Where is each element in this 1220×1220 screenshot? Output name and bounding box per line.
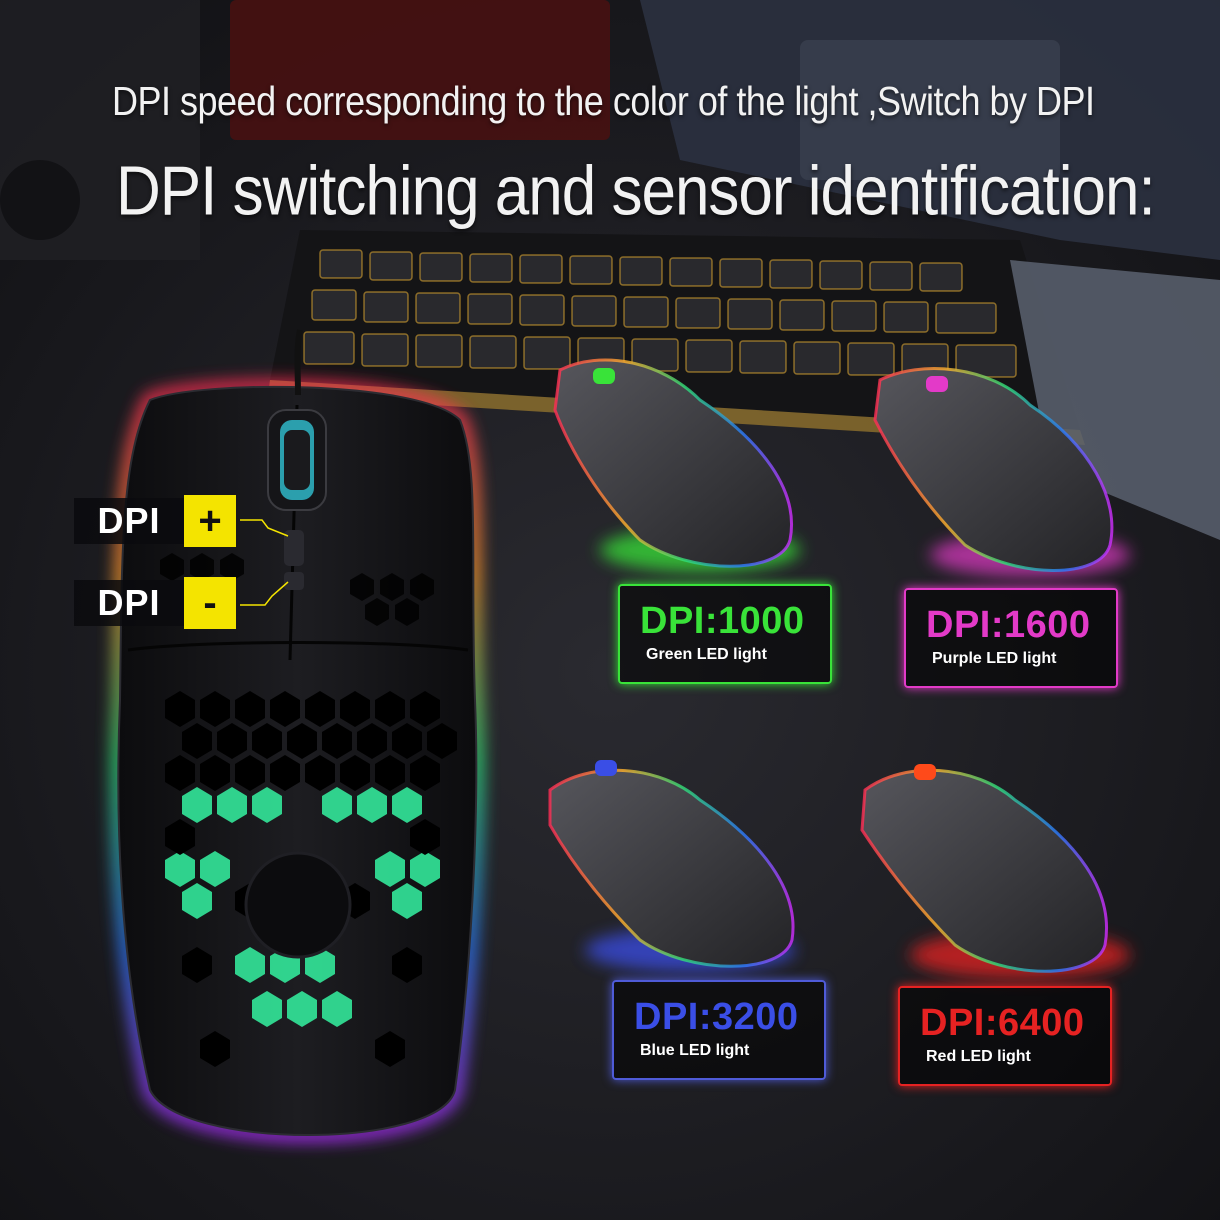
dpi-minus-callout: DPI - — [74, 577, 238, 629]
plus-icon: + — [184, 495, 236, 547]
dpi-plus-callout: DPI + — [74, 495, 238, 547]
dpi-1600-caption: Purple LED light — [932, 650, 1057, 667]
dpi-1600-card: DPI:1600 Purple LED light — [904, 588, 1118, 688]
dpi-6400-value: DPI:6400 — [920, 1002, 1085, 1044]
mouse-purple — [873, 367, 1130, 577]
main-mouse — [111, 329, 484, 1142]
dpi-6400-card: DPI:6400 Red LED light — [898, 986, 1112, 1086]
dpi-6400-caption: Red LED light — [926, 1048, 1031, 1065]
dpi-3200-card: DPI:3200 Blue LED light — [612, 980, 826, 1080]
mouse-red — [860, 764, 1130, 979]
keyboard — [268, 230, 1085, 445]
dpi-minus-label: DPI — [74, 580, 184, 626]
dpi-3200-value: DPI:3200 — [634, 996, 799, 1038]
mouse-blue — [548, 760, 795, 972]
dpi-1600-value: DPI:1600 — [926, 604, 1091, 646]
minus-icon: - — [184, 577, 236, 629]
dpi-3200-caption: Blue LED light — [640, 1042, 750, 1059]
dpi-1000-caption: Green LED light — [646, 646, 767, 663]
dpi-1000-card: DPI:1000 Green LED light — [618, 584, 832, 684]
dpi-plus-label: DPI — [74, 498, 184, 544]
page-title: DPI switching and sensor identification: — [116, 153, 1156, 231]
mouse-green — [553, 358, 800, 572]
subtitle: DPI speed corresponding to the color of … — [112, 78, 1095, 124]
honeycomb-pattern — [165, 691, 457, 1067]
dpi-1000-value: DPI:1000 — [640, 600, 805, 642]
